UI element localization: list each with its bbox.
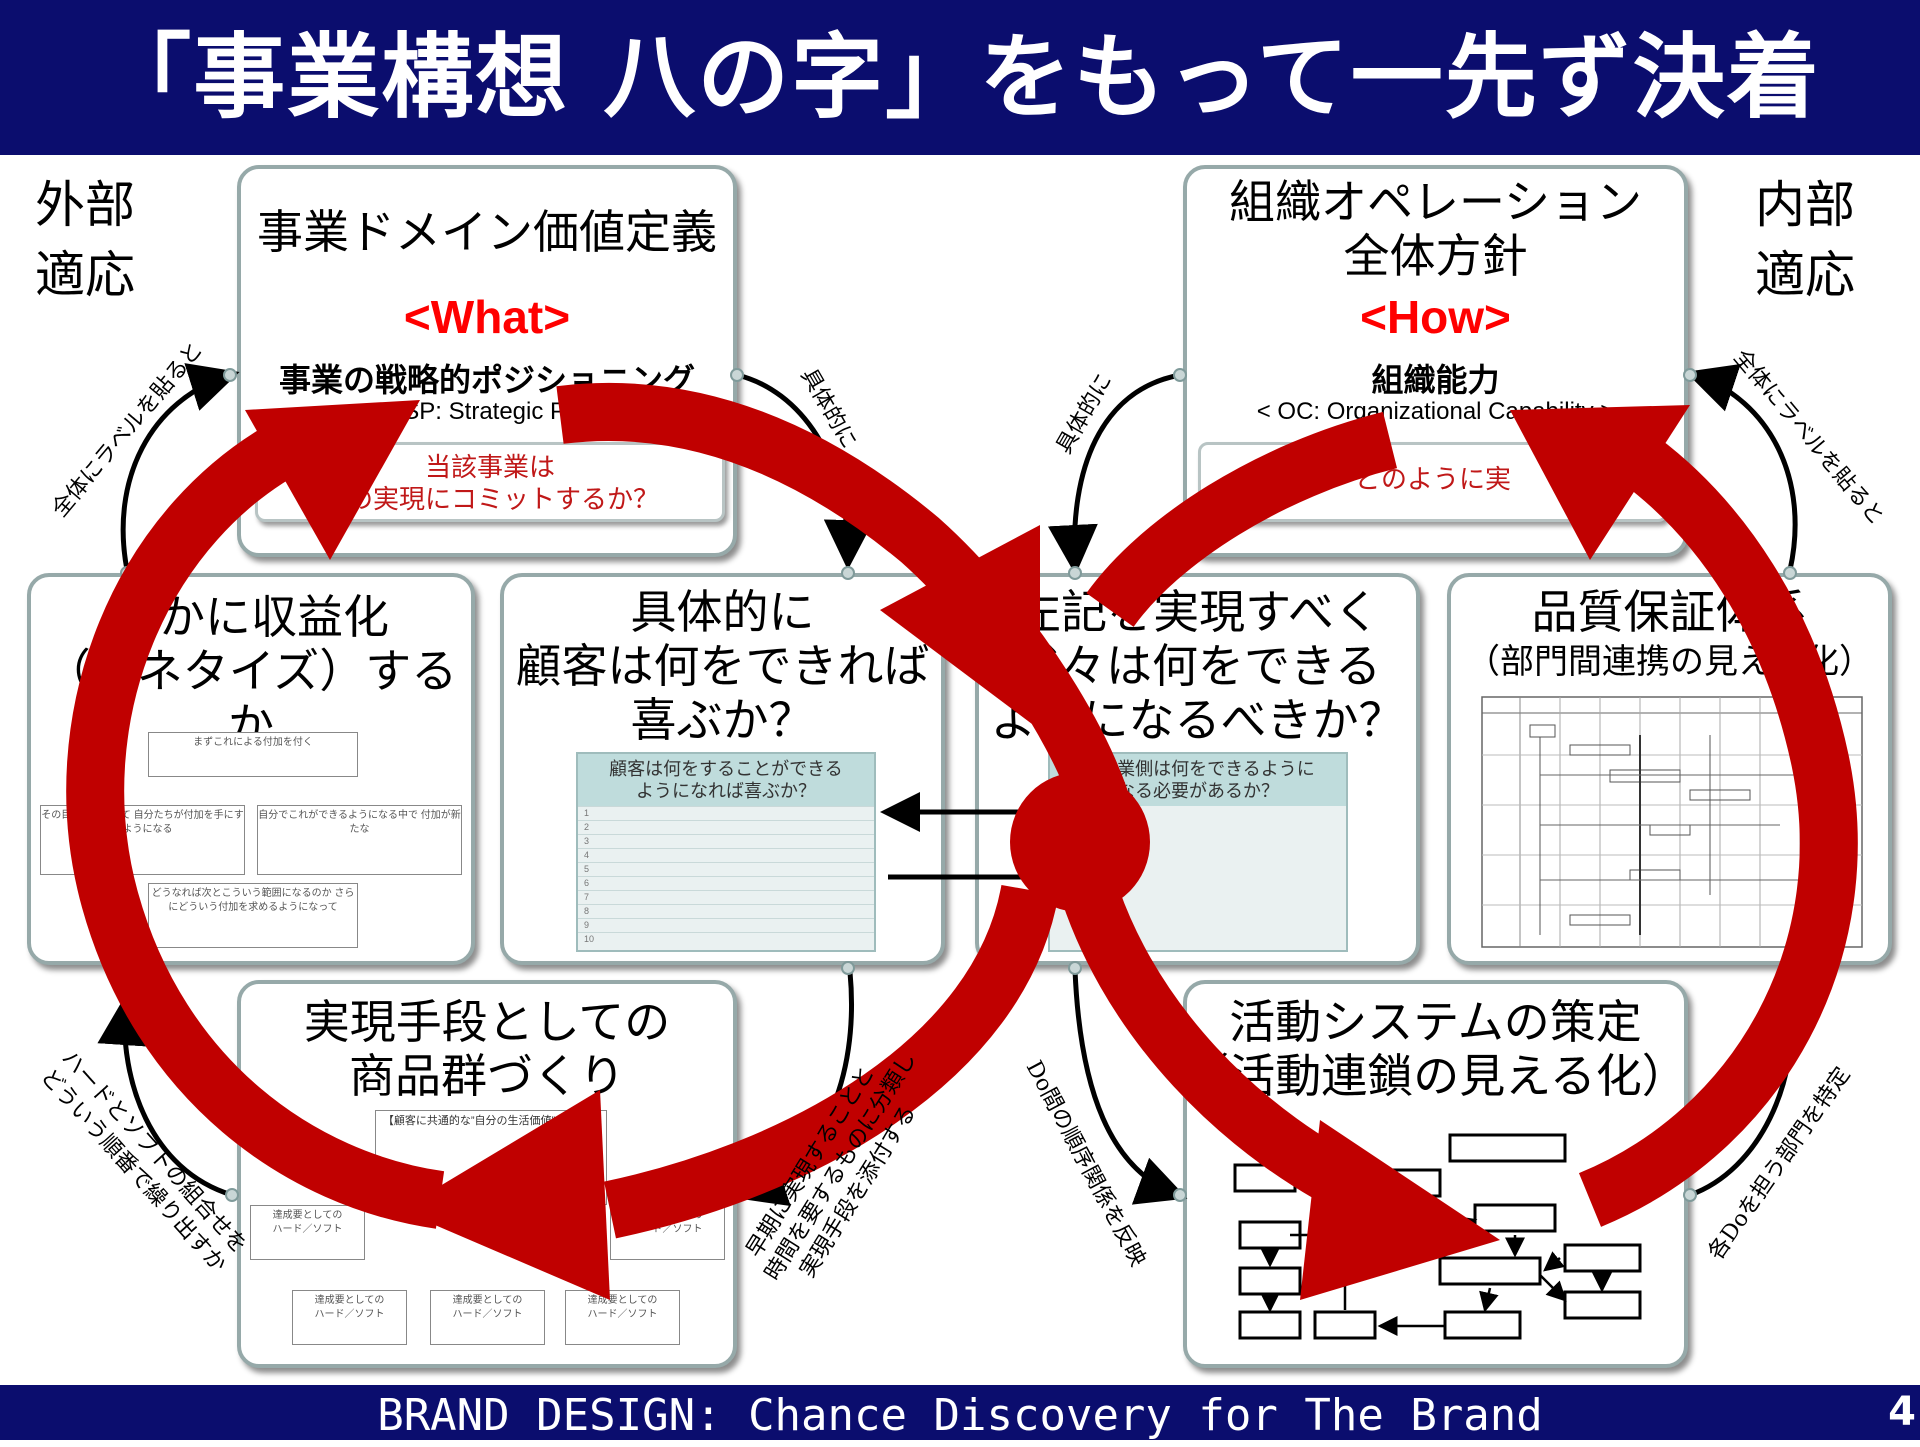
table-row: 2 xyxy=(578,820,874,834)
eight-stroke-left-outer xyxy=(66,414,445,1229)
domain-title: 事業ドメイン価値定義 xyxy=(257,205,717,259)
org-subtitle: 組織能力 xyxy=(1371,362,1500,398)
left-bottom-connector xyxy=(97,995,233,1198)
mid-top-left-connector xyxy=(736,372,874,570)
table-row: 3 xyxy=(578,834,874,848)
mid-bottom-right-connector xyxy=(1072,969,1188,1205)
eight-arrowhead-lower-right xyxy=(1300,1120,1500,1300)
activity-title: 活動システムの策定 （活動連鎖の見える化） xyxy=(1183,995,1688,1103)
mid-top-right-connector xyxy=(1047,372,1181,575)
eight-stroke-upper-right-inner xyxy=(1086,411,1398,628)
left-top-connector xyxy=(120,363,240,571)
page-number: 4 xyxy=(1888,1389,1916,1435)
product-title: 実現手段としての 商品群づくり xyxy=(237,995,737,1103)
product-item-line2: ハード／ソフト xyxy=(272,1224,343,1235)
customer-title: 具体的に 顧客は何をできれば 喜ぶか？ xyxy=(500,585,945,747)
what-tag: <What> xyxy=(403,291,571,343)
customer-table-header-line2: ようになれば喜ぶか？ xyxy=(636,781,816,801)
activity-title-line2: （活動連鎖の見える化） xyxy=(1183,1049,1688,1103)
domain-callout-line2: 何の実現にコミットするか？ xyxy=(320,484,659,514)
product-item: 達成要としての ハード／ソフト xyxy=(292,1290,407,1345)
capability-table-header-line2: なる必要があるか？ xyxy=(1117,781,1279,801)
page-title: 「事業構想 八の字」をもって一先ず決着 xyxy=(99,24,1821,131)
eight-arrowhead-lower-left xyxy=(400,1090,610,1300)
product-item-line1: 達成要としての xyxy=(314,1295,385,1306)
domain-callout-line1: 当該事業は xyxy=(424,452,555,482)
product-item-line1: 達成要としての xyxy=(587,1295,658,1306)
table-row: 1 xyxy=(578,806,874,820)
footer-text: BRAND DESIGN: Chance Discovery for The B… xyxy=(377,1390,1543,1441)
table-row: 4 xyxy=(578,848,874,862)
product-item: 達成要としての ハード／ソフト xyxy=(430,1290,545,1345)
right-top-connector xyxy=(1685,363,1798,571)
table-row: 8 xyxy=(578,904,874,918)
product-item-line2: ハード／ソフト xyxy=(587,1309,658,1320)
eight-stroke-lower-left-inner xyxy=(604,884,1059,1239)
how-tag: <How> xyxy=(1360,291,1511,343)
table-row: 5 xyxy=(578,862,874,876)
table-row: 10 xyxy=(578,932,874,946)
product-item-line2: ハード／ソフト xyxy=(452,1309,523,1320)
table-row: 6 xyxy=(578,876,874,890)
monetize-flow-step3: 自分でこれができるようになる中で 付加が新たな xyxy=(257,805,462,875)
product-item: 達成要としての ハード／ソフト xyxy=(565,1290,680,1345)
capability-table-header-line1: 当事業側は何をできるように xyxy=(1081,759,1315,779)
table-row: 7 xyxy=(578,890,874,904)
customer-title-line2: 顧客は何をできれば xyxy=(515,639,930,693)
table-row: 9 xyxy=(578,918,874,932)
header-bar: 「事業構想 八の字」をもって一先ず決着 xyxy=(0,0,1920,155)
external-label-line2: 適応 xyxy=(35,246,135,304)
activity-title-line1: 活動システムの策定 xyxy=(1229,995,1642,1049)
product-title-line2: 商品群づくり xyxy=(349,1049,625,1103)
footer-bar: BRAND DESIGN: Chance Discovery for The B… xyxy=(0,1385,1920,1441)
product-item-line2: ハード／ソフト xyxy=(632,1224,703,1235)
customer-table-header: 顧客は何をすることができる ようになれば喜ぶか？ xyxy=(578,754,874,806)
external-adaptation-label: 外部 適応 xyxy=(30,170,140,310)
customer-table-header-line1: 顧客は何をすることができる xyxy=(609,759,843,779)
org-title: 組織オペレーション 全体方針 xyxy=(1183,175,1688,283)
internal-adaptation-label: 内部 適応 xyxy=(1745,170,1865,310)
product-item: 達成要としての ハード／ソフト xyxy=(250,1205,365,1260)
monetize-flow-step1: まずこれによる付加を付く xyxy=(148,732,358,777)
org-title-line1: 組織オペレーション xyxy=(1228,175,1643,229)
customer-title-line1: 具体的に xyxy=(630,585,815,639)
monetize-flow-step4: どうなれば次とこういう範囲になるのか さらにどういう付加を求めるようになって xyxy=(148,883,358,948)
eight-arrowhead-upper-left xyxy=(245,400,420,560)
external-label-line1: 外部 xyxy=(35,176,135,234)
org-title-line2: 全体方針 xyxy=(1343,229,1528,283)
product-item-line1: 達成要としての xyxy=(272,1210,343,1221)
internal-label-line2: 適応 xyxy=(1755,246,1855,304)
eight-arrowhead-upper-right xyxy=(1510,405,1690,560)
eight-stroke-upper-left-inner xyxy=(556,382,1139,845)
product-title-line1: 実現手段としての xyxy=(303,995,671,1049)
customer-title-line3: 喜ぶか？ xyxy=(630,693,815,747)
product-item-line1: 達成要としての xyxy=(452,1295,523,1306)
internal-label-line1: 内部 xyxy=(1755,176,1855,234)
eight-arrowhead-center-top xyxy=(880,525,1040,730)
product-item-line2: ハード／ソフト xyxy=(314,1309,385,1320)
customer-table: 顧客は何をすることができる ようになれば喜ぶか？ 1 2 3 4 5 6 7 8… xyxy=(576,752,876,952)
eight-stroke-right-outer xyxy=(1578,436,1858,1227)
eight-center-knot xyxy=(1010,772,1150,912)
capability-title-line1: 左記を実現すべく xyxy=(1015,585,1380,639)
